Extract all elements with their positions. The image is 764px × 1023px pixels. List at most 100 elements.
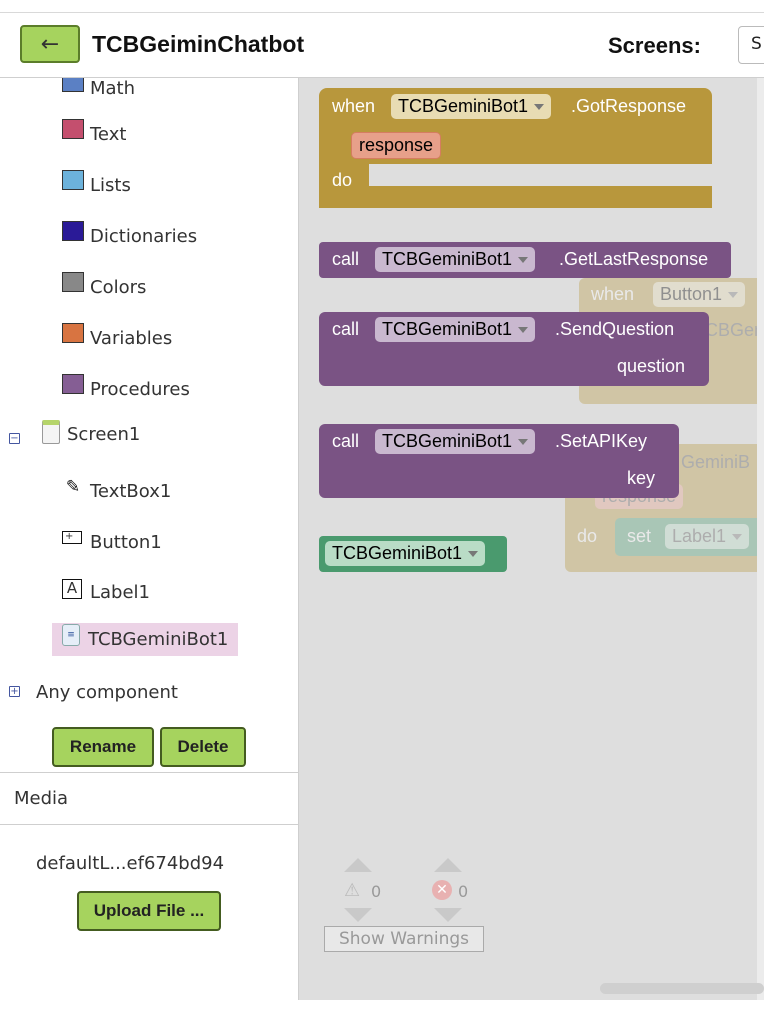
lists-swatch-icon <box>62 169 84 190</box>
setapi-component-name: TCBGeminiBot1 <box>382 431 513 451</box>
ghost-gemini-partial: GeminiB <box>681 452 751 472</box>
text-swatch-icon <box>62 118 84 139</box>
gotresponse-event-block[interactable]: when TCBGeminiBot1 .GotResponse response… <box>319 88 712 208</box>
builtin-label: Variables <box>90 328 173 349</box>
getlastresponse-block[interactable]: call TCBGeminiBot1 .GetLastResponse <box>319 242 731 278</box>
builtin-colors[interactable]: Colors <box>62 271 147 298</box>
builtin-label: Procedures <box>90 379 190 400</box>
builtin-procedures[interactable]: Procedures <box>62 373 190 400</box>
builtin-text[interactable]: Text <box>62 118 127 145</box>
getlast-component-name: TCBGeminiBot1 <box>382 249 513 269</box>
screen-collapse-toggle[interactable]: − <box>9 433 20 444</box>
blocks-sidebar: Math Text Lists Dictionaries Colors Vari… <box>0 78 299 1000</box>
getlast-method-name: .GetLastResponse <box>559 249 709 269</box>
builtin-label: Math <box>90 78 136 99</box>
chevron-down-icon <box>732 534 743 541</box>
component-block-dropdown[interactable]: TCBGeminiBot1 <box>325 541 486 566</box>
tree-any-component[interactable]: Any component <box>36 682 178 703</box>
builtin-label: Dictionaries <box>90 226 198 247</box>
delete-button[interactable]: Delete <box>160 727 246 767</box>
gemini-extension-icon: ≡ <box>62 623 80 646</box>
event-component-dropdown[interactable]: TCBGeminiBot1 <box>391 94 552 119</box>
blocks-workspace[interactable]: when Button1 CBGem GeminiB response do s… <box>299 78 757 1000</box>
error-prev-arrow-icon[interactable] <box>434 858 462 872</box>
builtin-dictionaries[interactable]: Dictionaries <box>62 220 198 247</box>
screens-label: Screens: <box>608 33 701 58</box>
any-component-expand-toggle[interactable]: + <box>9 686 20 697</box>
do-label: do <box>332 170 353 190</box>
ghost-set-label: set <box>627 526 652 546</box>
call-label: call <box>332 319 360 339</box>
setapi-method-name: .SetAPIKey <box>555 431 648 451</box>
key-arg-label: key <box>626 468 655 488</box>
builtin-variables[interactable]: Variables <box>62 322 173 349</box>
label-icon: A <box>62 578 82 599</box>
builtin-label: Lists <box>90 175 131 196</box>
media-title: Media <box>14 788 69 809</box>
tree-label1[interactable]: A Label1 <box>62 578 151 603</box>
browser-top-strip <box>0 0 764 13</box>
arrow-left-icon: ← <box>40 31 60 57</box>
warnings-indicator: ⚠ 0 ✕ 0 Show Warnings <box>324 856 494 956</box>
rename-button[interactable]: Rename <box>52 727 154 767</box>
call-label: call <box>332 431 360 451</box>
sendq-component-dropdown[interactable]: TCBGeminiBot1 <box>375 317 536 342</box>
ghost-label1-dropdown: Label1 <box>665 524 750 549</box>
warning-count: 0 <box>371 882 382 901</box>
error-next-arrow-icon[interactable] <box>434 908 462 922</box>
builtin-label: Colors <box>90 277 147 298</box>
variables-swatch-icon <box>62 322 84 343</box>
tree-button1[interactable]: + Button1 <box>62 531 162 553</box>
screens-select[interactable]: S <box>738 26 764 64</box>
warning-icon: ⚠ <box>344 880 361 901</box>
ghost-partial-text: CBGem <box>705 320 757 340</box>
ghost-button-name: Button1 <box>660 284 723 304</box>
setapi-component-dropdown[interactable]: TCBGeminiBot1 <box>375 429 536 454</box>
ghost-label1-name: Label1 <box>672 526 727 546</box>
tree-textbox1[interactable]: ✎ TextBox1 <box>62 477 172 503</box>
chevron-down-icon <box>534 104 545 111</box>
dictionaries-swatch-icon <box>62 220 84 241</box>
show-warnings-button[interactable]: Show Warnings <box>324 926 484 952</box>
warning-prev-arrow-icon[interactable] <box>344 858 372 872</box>
textbox-icon: ✎ <box>65 476 81 497</box>
builtin-math[interactable]: Math <box>62 78 135 99</box>
call-label: call <box>332 249 360 269</box>
chevron-down-icon <box>468 551 479 558</box>
math-swatch-icon <box>62 78 84 92</box>
event-component-name: TCBGeminiBot1 <box>398 96 529 116</box>
chevron-down-icon <box>518 257 529 264</box>
workspace-right-gutter <box>757 78 764 1000</box>
error-icon: ✕ <box>432 880 452 900</box>
warning-next-arrow-icon[interactable] <box>344 908 372 922</box>
component-label: Label1 <box>90 582 151 603</box>
any-component-label: Any component <box>36 682 178 703</box>
tree-screen1[interactable]: Screen1 <box>42 419 140 445</box>
workspace-horizontal-scrollbar[interactable] <box>600 983 764 994</box>
sendq-method-name: .SendQuestion <box>555 319 675 339</box>
button-icon: + <box>62 531 82 544</box>
back-button[interactable]: ← <box>20 25 80 63</box>
ghost-set-block: set Label1 <box>615 518 757 556</box>
event-block-left <box>319 164 369 208</box>
header: ← TCBGeiminChatbot Screens: S <box>0 13 764 78</box>
upload-file-button[interactable]: Upload File ... <box>77 891 221 931</box>
component-block[interactable]: TCBGeminiBot1 <box>319 536 507 572</box>
colors-swatch-icon <box>62 271 84 292</box>
sendquestion-block[interactable]: call TCBGeminiBot1 .SendQuestion questio… <box>319 312 709 386</box>
ghost-button-dropdown: Button1 <box>653 282 746 307</box>
builtin-lists[interactable]: Lists <box>62 169 131 196</box>
response-param[interactable]: response <box>351 132 442 159</box>
tree-tcbgeminibot1[interactable]: ≡ TCBGeminiBot1 <box>52 623 239 656</box>
builtin-label: Text <box>90 124 127 145</box>
setapikey-block[interactable]: call TCBGeminiBot1 .SetAPIKey key <box>319 424 679 498</box>
getlast-component-dropdown[interactable]: TCBGeminiBot1 <box>375 247 536 272</box>
media-file-name[interactable]: defaultL...ef674bd94 <box>36 853 225 874</box>
chevron-down-icon <box>518 327 529 334</box>
component-label: Button1 <box>90 532 162 553</box>
chevron-down-icon <box>518 439 529 446</box>
screen-icon <box>42 419 60 444</box>
procedures-swatch-icon <box>62 373 84 394</box>
chevron-down-icon <box>728 292 739 299</box>
component-label: TextBox1 <box>90 481 172 502</box>
